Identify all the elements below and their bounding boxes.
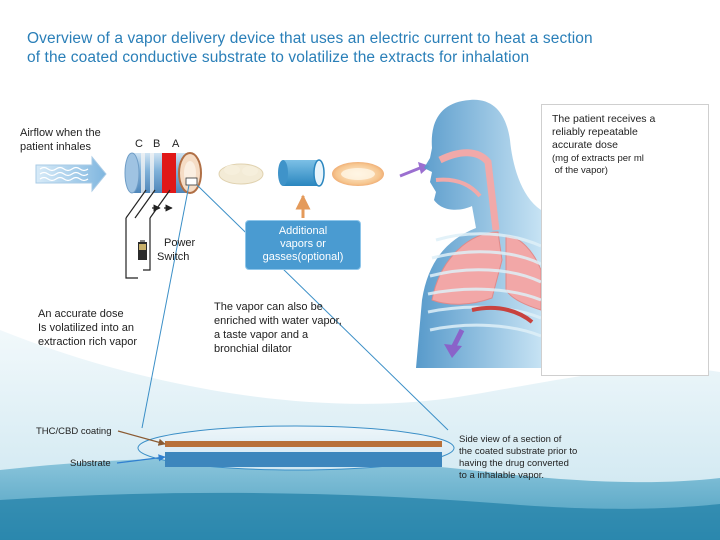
ribs — [427, 232, 542, 338]
inhale-arrow — [399, 166, 421, 178]
exhale-arrow — [471, 305, 534, 324]
vapor-cloud-1 — [218, 163, 264, 185]
power-switch-label-line-1: Power — [164, 237, 196, 249]
airflow-label-line-1: Airflow when the — [20, 127, 101, 139]
dose-note: (mg of extracts per ml of the vapor) — [552, 153, 644, 177]
additional-vapors-box: Additional vapors or gasses(optional) — [245, 220, 361, 270]
battery-icon — [138, 240, 147, 260]
enriched-line-1: The vapor can also be — [214, 301, 323, 313]
accurate-dose-line-3: extraction rich vapor — [38, 336, 138, 348]
additional-line-1: Additional — [278, 225, 328, 237]
additional-vapor-cylinder — [278, 159, 325, 187]
accurate-dose-line-1: An accurate dose — [38, 308, 124, 320]
projection-lines — [141, 184, 449, 431]
human-figure — [416, 99, 542, 368]
side-view-line-4: to a inhalable vapor. — [459, 470, 545, 481]
side-view — [137, 425, 455, 471]
enriched-line-4: bronchial dilator — [214, 343, 292, 355]
dose-text: The patient receives a reliably repeatab… — [552, 113, 655, 152]
dose-note-line-1: (mg of extracts per ml — [552, 153, 644, 164]
title-line-2: of the coated conductive substrate to vo… — [27, 49, 530, 66]
section-b-label: B — [153, 138, 161, 150]
substrate-pointer — [116, 454, 166, 464]
side-view-line-1: Side view of a section of — [459, 434, 562, 445]
side-view-line-2: the coated substrate prior to — [459, 446, 578, 457]
vapor-cloud-2 — [332, 162, 384, 186]
accurate-dose-line-2: Is volatilized into an — [38, 322, 134, 334]
dose-note-line-2: of the vapor) — [552, 165, 608, 176]
side-view-line-3: having the drug converted — [459, 458, 569, 469]
dose-line-2: reliably repeatable — [552, 126, 638, 138]
power-switch-label-line-2: Switch — [157, 251, 190, 263]
section-c-label: C — [135, 138, 143, 150]
title-line-1: Overview of a vapor delivery device that… — [27, 30, 593, 47]
additional-line-2: vapors or — [280, 238, 326, 250]
dose-line-3: accurate dose — [552, 139, 618, 151]
enriched-line-2: enriched with water vapor, — [214, 315, 342, 327]
patient-dose-box: The patient receives a reliably repeatab… — [541, 104, 709, 376]
additional-line-3: gasses(optional) — [262, 251, 344, 263]
coating-label: THC/CBD coating — [36, 426, 112, 437]
device-cylinder — [124, 152, 202, 194]
substrate-label: Substrate — [70, 458, 111, 469]
enriched-line-3: a taste vapor and a — [214, 329, 309, 341]
coating-pointer — [117, 430, 166, 446]
section-a-label: A — [172, 138, 180, 150]
dose-line-1: The patient receives a — [552, 113, 656, 125]
airflow-label-line-2: patient inhales — [20, 141, 91, 153]
wiring — [125, 189, 173, 279]
airflow-arrow — [35, 155, 107, 193]
